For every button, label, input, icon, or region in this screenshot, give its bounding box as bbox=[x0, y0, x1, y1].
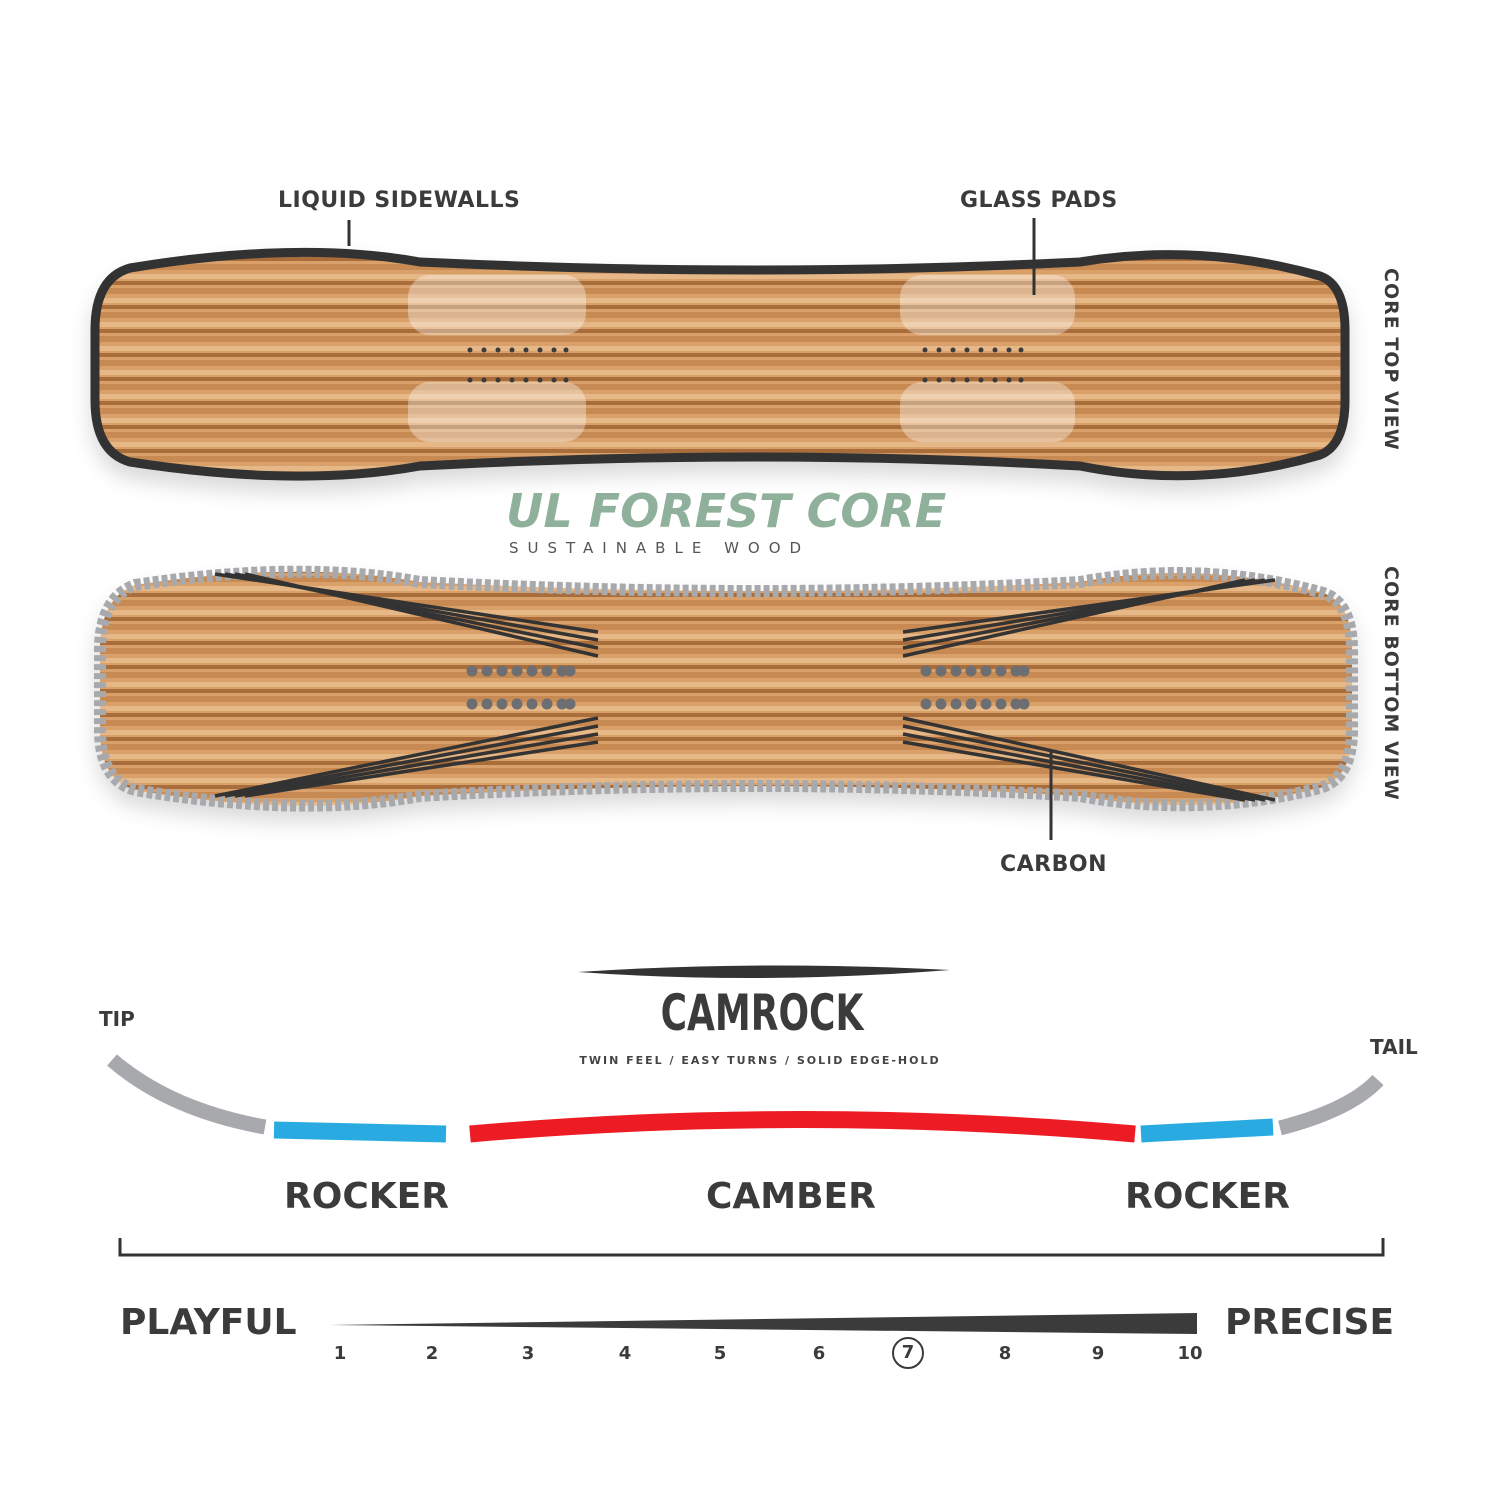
scale-tick-9: 9 bbox=[1091, 1343, 1105, 1364]
carbon-stringers bbox=[214, 572, 1276, 802]
carbon-label: CARBON bbox=[1000, 852, 1107, 877]
scale-tick-10: 10 bbox=[1177, 1343, 1203, 1364]
precise-label: PRECISE bbox=[1225, 1302, 1395, 1343]
rocker-segment-tip bbox=[273, 1121, 447, 1143]
rocker-segment-tail bbox=[1140, 1118, 1274, 1143]
board-diagram-svg bbox=[90, 218, 1358, 840]
profile-diagram-svg bbox=[107, 965, 1385, 1334]
core-bottom-view-board bbox=[94, 565, 1358, 812]
rocker-label-tip: ROCKER bbox=[284, 1176, 449, 1217]
inserts-top bbox=[467, 347, 1024, 383]
scale-tick-4: 4 bbox=[618, 1343, 632, 1364]
liquid-sidewalls-label: LIQUID SIDEWALLS bbox=[278, 188, 521, 213]
rocker-label-tail: ROCKER bbox=[1125, 1176, 1290, 1217]
core-bottom-view-label: CORE BOTTOM VIEW bbox=[1380, 566, 1402, 801]
profile-swoosh-icon bbox=[578, 965, 950, 979]
playful-precise-wedge bbox=[330, 1313, 1197, 1334]
scale-tick-8: 8 bbox=[998, 1343, 1012, 1364]
core-subtitle: SUSTAINABLE WOOD bbox=[509, 539, 811, 557]
tip-label: TIP bbox=[99, 1007, 135, 1031]
core-top-view-board bbox=[90, 247, 1350, 481]
scale-tick-3: 3 bbox=[521, 1343, 535, 1364]
tip-segment bbox=[107, 1054, 267, 1135]
scale-tick-1: 1 bbox=[333, 1343, 347, 1364]
glass-pads-label: GLASS PADS bbox=[960, 188, 1118, 213]
camber-label: CAMBER bbox=[706, 1176, 876, 1217]
length-bracket bbox=[118, 1238, 1385, 1257]
scale-tick-5: 5 bbox=[713, 1343, 727, 1364]
scale-tick-7-selected: 7 bbox=[892, 1337, 924, 1369]
scale-tick-2: 2 bbox=[425, 1343, 439, 1364]
inserts-bottom bbox=[466, 665, 1030, 710]
tail-label: TAIL bbox=[1370, 1035, 1418, 1059]
playful-label: PLAYFUL bbox=[120, 1302, 297, 1343]
scale-tick-6: 6 bbox=[812, 1343, 826, 1364]
profile-tagline: TWIN FEEL / EASY TURNS / SOLID EDGE-HOLD bbox=[579, 1054, 941, 1067]
tail-segment bbox=[1278, 1074, 1384, 1136]
core-title: UL FOREST CORE bbox=[506, 484, 947, 538]
core-top-view-label: CORE TOP VIEW bbox=[1380, 268, 1402, 451]
glass-pads bbox=[408, 275, 1075, 442]
profile-name: CAMROCK bbox=[660, 984, 864, 1042]
camber-segment bbox=[469, 1111, 1136, 1143]
